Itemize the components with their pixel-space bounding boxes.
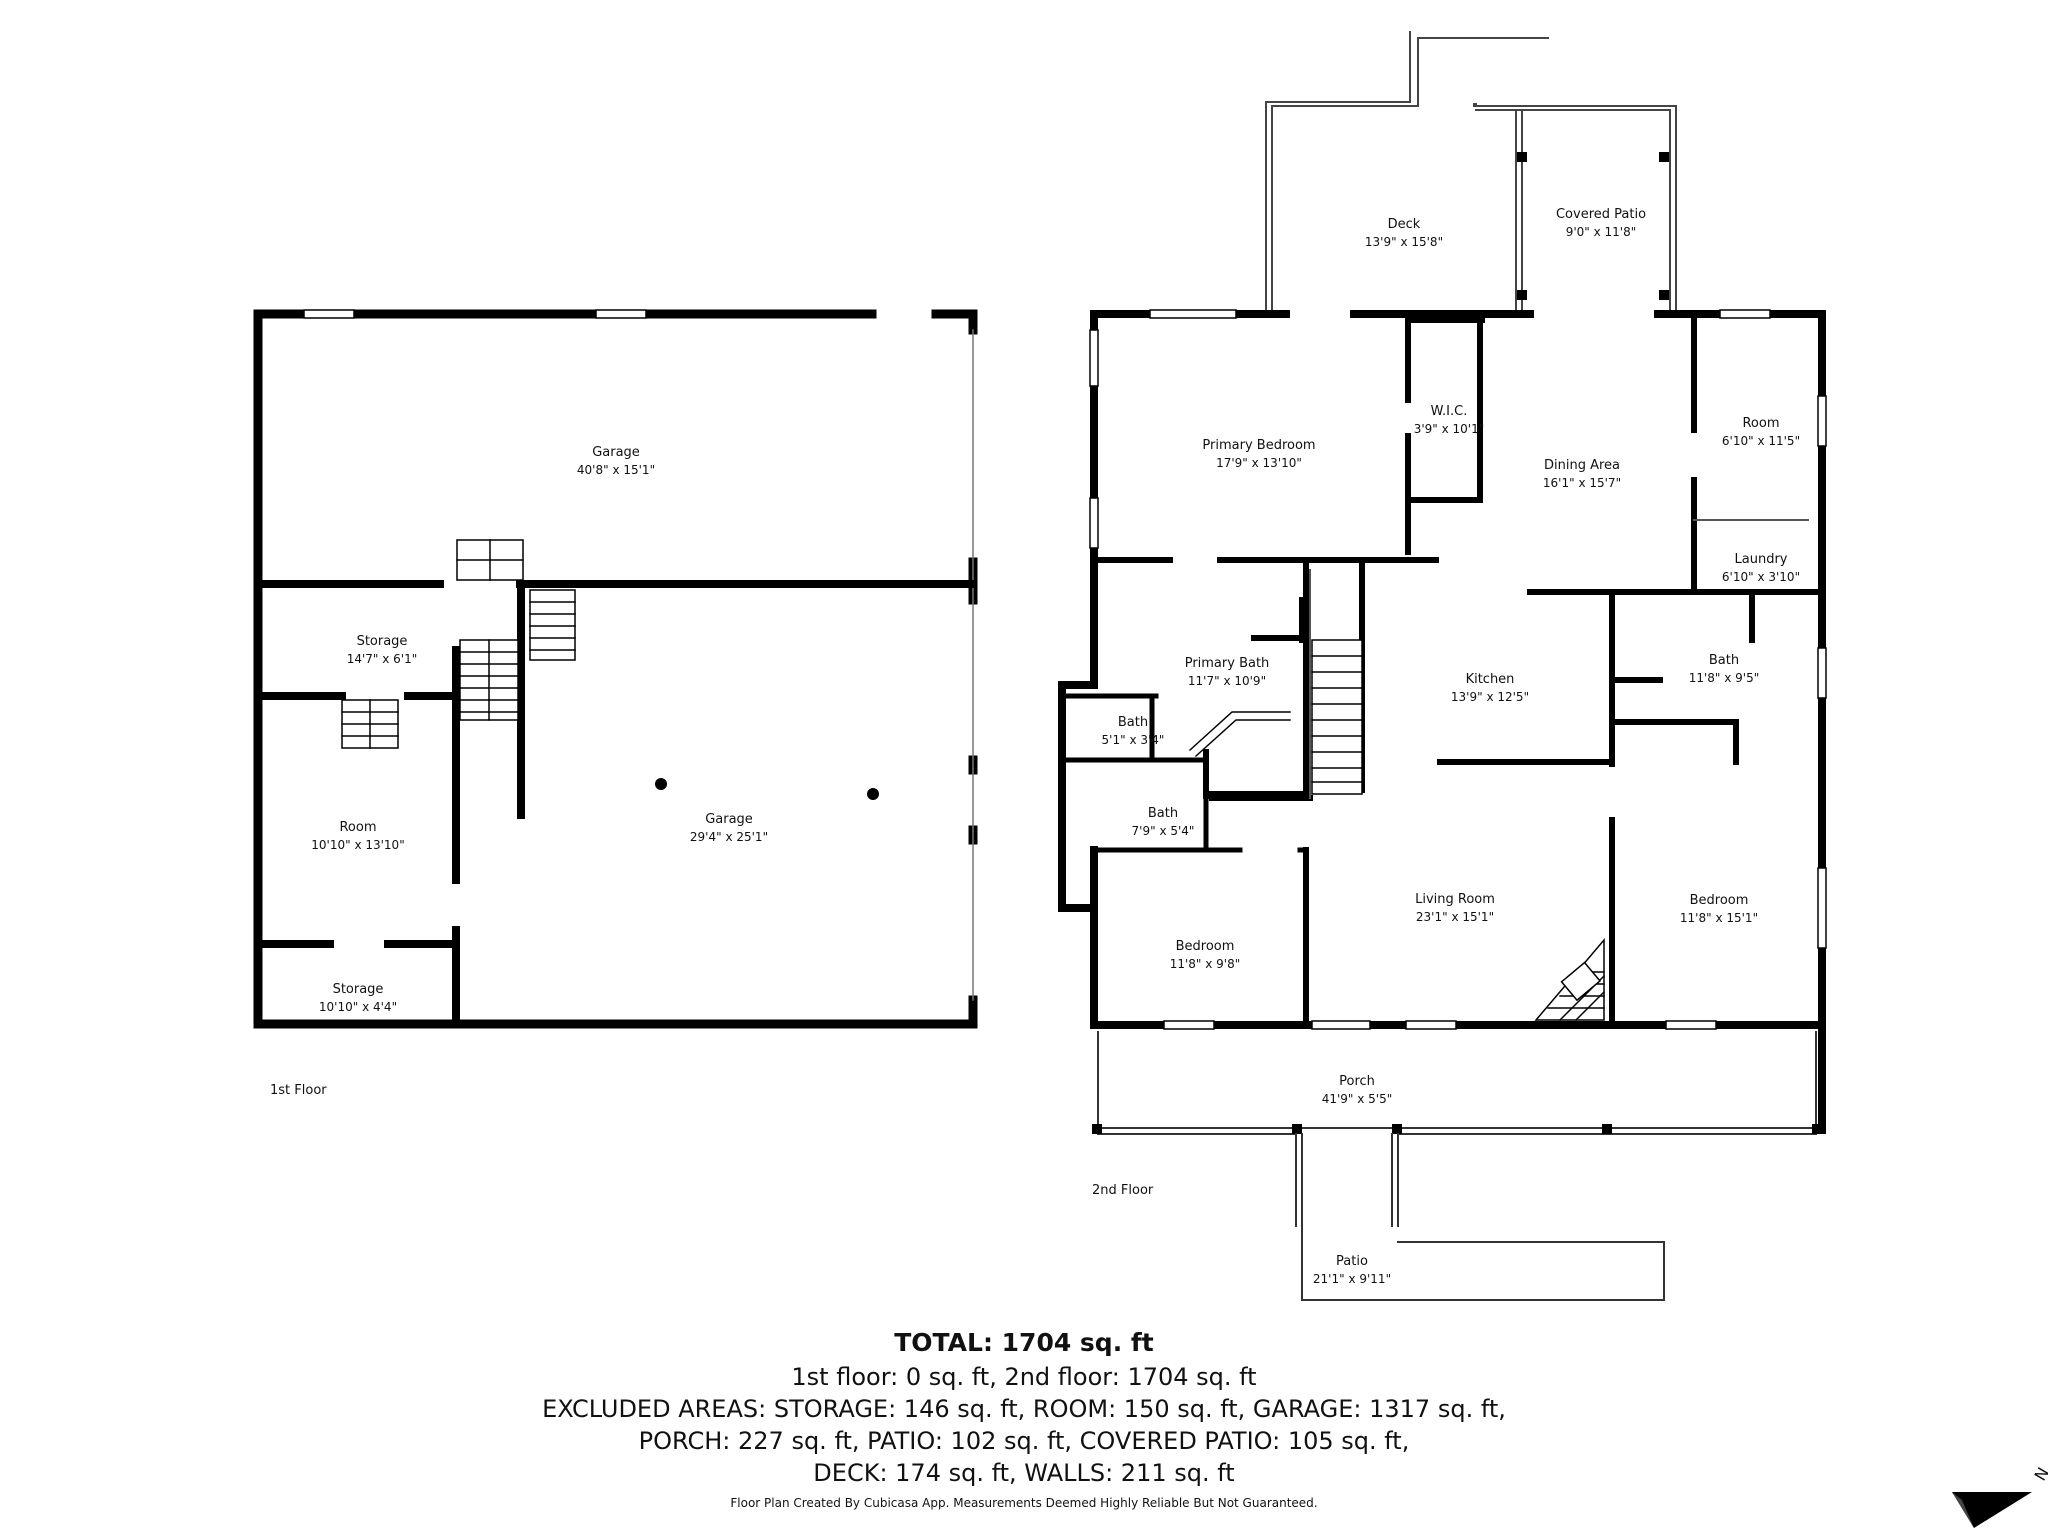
room-2nd-name: Room [1742,416,1779,431]
covered-patio-dims: 9'0" x 11'8" [1566,225,1637,239]
laundry-dims: 6'10" x 3'10" [1722,570,1800,584]
deck-name: Deck [1388,217,1421,232]
storage-b-dims: 10'10" x 4'4" [319,1000,397,1014]
excluded-areas-line-2: PORCH: 227 sq. ft, PATIO: 102 sq. ft, CO… [638,1427,1410,1455]
primary-bath-dims: 11'7" x 10'9" [1188,674,1266,688]
north-arrow-icon: N [1952,1464,2048,1528]
second-floor-plan [1058,31,1827,1301]
garage-main-dims: 29'4" x 25'1" [690,830,768,844]
bath-small-dims: 5'1" x 3'4" [1102,733,1165,747]
room-labels: Garage 40'8" x 15'1" Storage 14'7" x 6'1… [311,207,1800,1286]
room-2nd-dims: 6'10" x 11'5" [1722,434,1800,448]
primary-bath-name: Primary Bath [1185,656,1270,671]
kitchen-name: Kitchen [1466,672,1515,687]
room-1st-name: Room [339,820,376,835]
bedroom-left-name: Bedroom [1176,939,1235,954]
storage-b-name: Storage [333,982,384,997]
patio-dims: 21'1" x 9'11" [1313,1272,1391,1286]
primary-bedroom-dims: 17'9" x 13'10" [1216,456,1302,470]
garage-main-name: Garage [705,812,753,827]
storage-a-name: Storage [357,634,408,649]
primary-bedroom-name: Primary Bedroom [1202,438,1315,453]
wic-dims: 3'9" x 10'1" [1414,422,1485,436]
deck-dims: 13'9" x 15'8" [1365,235,1443,249]
laundry-name: Laundry [1735,552,1788,567]
disclaimer-footer: Floor Plan Created By Cubicasa App. Meas… [730,1496,1318,1510]
covered-patio-name: Covered Patio [1556,207,1646,222]
bath-mid-name: Bath [1148,806,1178,821]
room-1st-dims: 10'10" x 13'10" [311,838,404,852]
first-floor-plan [253,309,978,1029]
bath-right-dims: 11'8" x 9'5" [1689,671,1760,685]
excluded-areas-line-1: EXCLUDED AREAS: STORAGE: 146 sq. ft, ROO… [542,1395,1506,1423]
dining-area-name: Dining Area [1544,458,1620,473]
bath-mid-dims: 7'9" x 5'4" [1132,824,1195,838]
bath-right-name: Bath [1709,653,1739,668]
porch-dims: 41'9" x 5'5" [1322,1092,1393,1106]
excluded-areas-line-3: DECK: 174 sq. ft, WALLS: 211 sq. ft [813,1459,1235,1487]
wic-name: W.I.C. [1431,404,1468,419]
patio-name: Patio [1336,1254,1368,1269]
first-floor-label: 1st Floor [270,1083,327,1098]
bedroom-right-dims: 11'8" x 15'1" [1680,911,1758,925]
porch-name: Porch [1339,1074,1375,1089]
living-room-dims: 23'1" x 15'1" [1416,910,1494,924]
garage-top-dims: 40'8" x 15'1" [577,463,655,477]
bath-small-name: Bath [1118,715,1148,730]
garage-top-name: Garage [592,445,640,460]
total-area: TOTAL: 1704 sq. ft [894,1328,1154,1357]
second-floor-label: 2nd Floor [1092,1183,1154,1198]
kitchen-dims: 13'9" x 12'5" [1451,690,1529,704]
living-room-name: Living Room [1415,892,1495,907]
floor-areas: 1st floor: 0 sq. ft, 2nd floor: 1704 sq.… [791,1363,1257,1391]
dining-area-dims: 16'1" x 15'7" [1543,476,1621,490]
storage-a-dims: 14'7" x 6'1" [347,652,418,666]
bedroom-left-dims: 11'8" x 9'8" [1170,957,1241,971]
bedroom-right-name: Bedroom [1690,893,1749,908]
